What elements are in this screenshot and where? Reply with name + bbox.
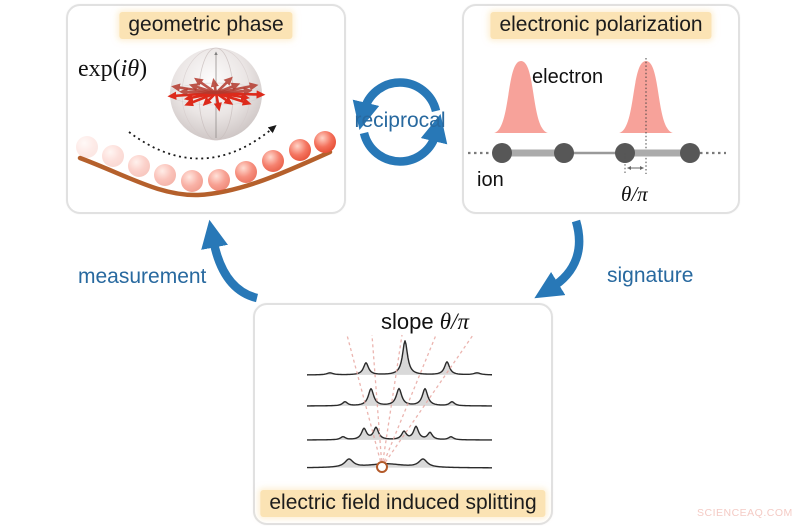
valley-curve [77,149,333,198]
geometric-phase-panel: geometric phase exp(iθ) [66,4,346,214]
origin-marker [376,461,388,473]
spectral-traces [306,340,493,469]
reciprocal-arrow-bottom [359,113,448,166]
theta-pi-label: θ/π [621,182,648,206]
displacement-measure [624,153,644,174]
electron-label: electron [532,66,604,88]
signature-label: signature [607,264,694,287]
ion-chain [468,143,726,163]
exp-itheta-formula: exp(iθ) [78,56,148,82]
reciprocal-label: reciprocal [354,109,446,132]
slope-label: slope θ/π [381,309,469,334]
spectra-graphic [306,334,493,473]
watermark: SCIENCEAQ.COM [697,507,793,519]
signature-arrow [534,219,584,299]
measurement-label: measurement [78,265,207,288]
adiabatic-ball-trail [76,131,336,192]
splitting-panel: slope θ/π electric field induced splitti… [253,303,553,525]
bloch-sphere-icon [167,47,266,141]
ion-label: ion [477,169,504,191]
polarization-graphic [468,58,726,174]
splitting-title: electric field induced splitting [260,490,546,517]
geometric-phase-title: geometric phase [119,12,293,39]
geometric-phase-graphic [76,47,336,198]
electronic-polarization-panel: electronic polarization electron ion θ/π [462,4,740,214]
electronic-polarization-title: electronic polarization [490,12,712,39]
reciprocal-arrow-top [352,78,441,131]
measurement-arrow [201,219,259,303]
path-arrow-dashed [128,125,277,160]
slope-fan-lines [346,334,474,468]
